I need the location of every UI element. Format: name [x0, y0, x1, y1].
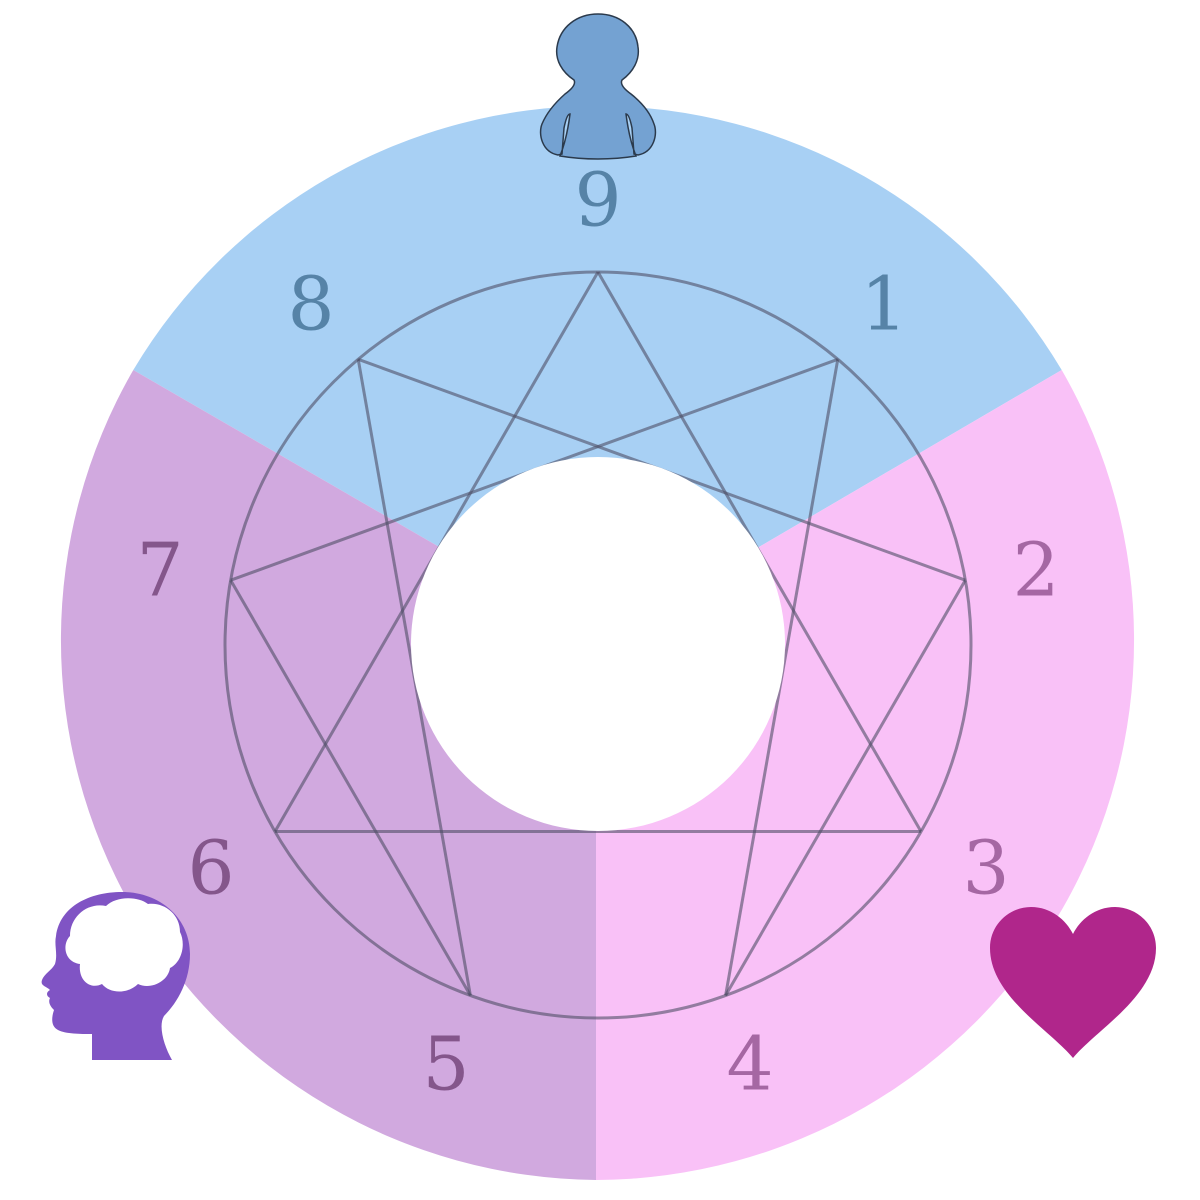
point-label-4: 4 — [726, 1021, 773, 1107]
point-label-2: 2 — [1012, 527, 1059, 613]
point-label-6: 6 — [187, 825, 234, 911]
gut-center-sector — [133, 105, 1062, 641]
point-label-7: 7 — [136, 527, 183, 613]
point-label-8: 8 — [287, 261, 334, 347]
heart-icon — [990, 907, 1156, 1058]
line-5-7 — [229, 579, 472, 997]
point-label-9: 9 — [574, 157, 621, 243]
point-labels: 9 1 2 3 4 5 6 7 8 — [136, 157, 1059, 1107]
head-brain-icon — [41, 892, 191, 1060]
center-hole — [411, 457, 785, 831]
point-label-3: 3 — [962, 825, 1009, 911]
body-figure-icon — [539, 13, 657, 160]
point-label-5: 5 — [422, 1021, 469, 1107]
point-label-1: 1 — [860, 261, 907, 347]
line-4-2 — [724, 579, 967, 997]
